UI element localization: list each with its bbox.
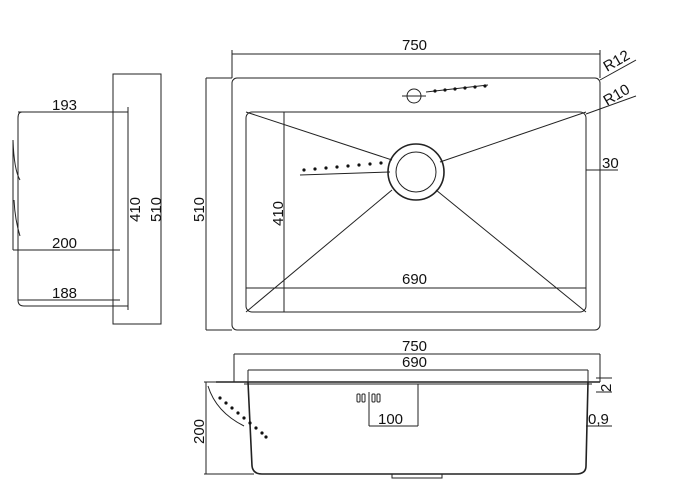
top-view: 750 510 410 690 R12 R10 30 bbox=[191, 37, 637, 331]
overflow-slots bbox=[356, 393, 381, 403]
label-width-750-front: 750 bbox=[402, 338, 427, 355]
drain-dot-row bbox=[302, 161, 383, 172]
label-width-690-front: 690 bbox=[402, 354, 427, 371]
label-rim-30: 30 bbox=[602, 155, 619, 172]
diag-top-left bbox=[245, 111, 393, 161]
label-width-690-top: 690 bbox=[402, 271, 427, 288]
diag-bottom-left bbox=[245, 189, 393, 313]
tap-dot-row bbox=[433, 84, 487, 93]
side-edge-curve bbox=[12, 139, 21, 237]
label-width-750-top: 750 bbox=[402, 37, 427, 54]
front-view: 750 690 200 2 0,9 100 bbox=[191, 338, 615, 479]
top-inner-bowl bbox=[245, 111, 587, 313]
label-depth-188: 188 bbox=[52, 285, 77, 302]
diag-top-right bbox=[439, 111, 587, 163]
label-depth-193: 193 bbox=[52, 97, 77, 114]
label-depth-200: 200 bbox=[52, 235, 77, 252]
label-height-410-top: 410 bbox=[270, 201, 287, 226]
front-dot-row bbox=[218, 396, 268, 439]
radius-r10-leader bbox=[585, 95, 637, 115]
label-overflow-100: 100 bbox=[378, 411, 403, 428]
front-corner-curve bbox=[207, 385, 245, 427]
label-radius-r10: R10 bbox=[601, 81, 633, 109]
side-outer-frame bbox=[112, 73, 162, 325]
side-view: 193 200 188 410 510 bbox=[12, 73, 165, 325]
diag-bottom-right bbox=[435, 189, 587, 313]
label-height-510-side: 510 bbox=[148, 197, 165, 222]
side-bowl-profile bbox=[17, 111, 128, 307]
radius-r12-leader bbox=[599, 59, 637, 81]
drain-inner-ring bbox=[395, 151, 437, 193]
top-outer-rim bbox=[231, 77, 601, 331]
label-height-200-front: 200 bbox=[191, 419, 208, 444]
drain-leader bbox=[299, 171, 391, 176]
label-thickness-09: 0,9 bbox=[588, 411, 609, 428]
front-drain-stub bbox=[391, 473, 443, 479]
label-flange-2: 2 bbox=[598, 384, 615, 392]
label-height-410-side: 410 bbox=[127, 197, 144, 222]
label-height-510-top: 510 bbox=[191, 197, 208, 222]
